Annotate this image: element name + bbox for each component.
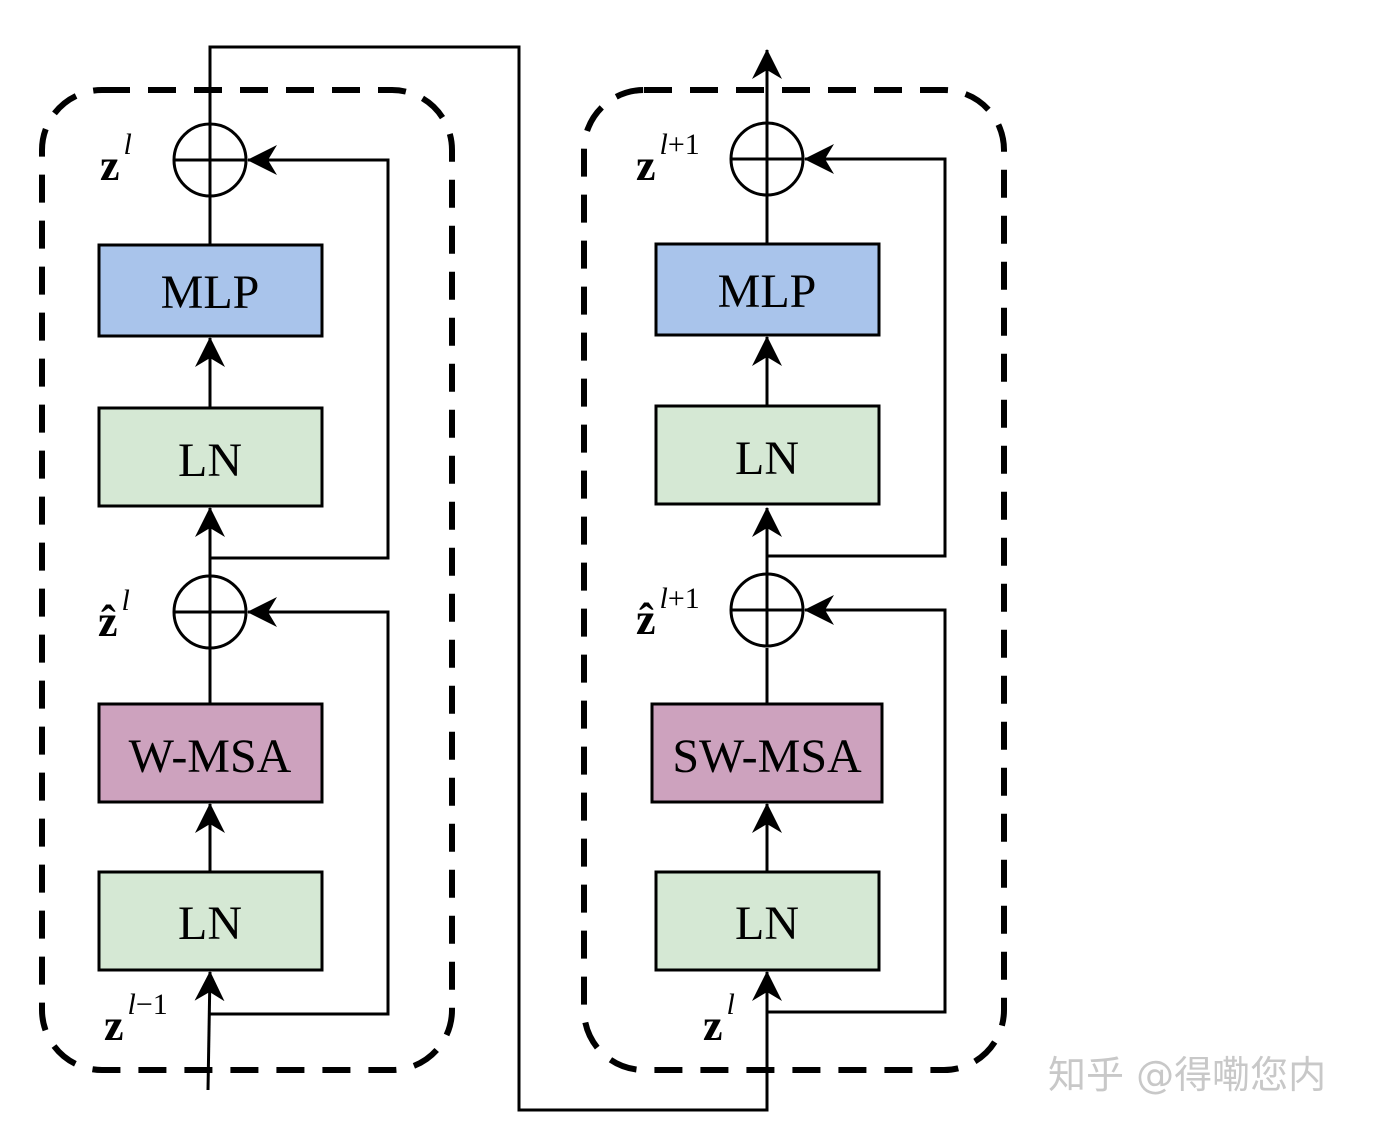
right-ln-top: LN xyxy=(654,404,881,506)
right-add-top xyxy=(729,121,805,197)
watermark-text: 知乎 @得嘞您内 xyxy=(1048,1053,1326,1097)
left-input-line xyxy=(194,971,225,1091)
left-msa-box xyxy=(97,702,324,804)
right-mlp-box xyxy=(654,242,881,337)
right-mlp-label: MLP xyxy=(718,265,817,318)
right-skip-1 xyxy=(767,595,947,1014)
right-block-dashed-border xyxy=(581,87,1007,1073)
left-ln-bottom: LN xyxy=(97,870,324,972)
right-ln-top-box xyxy=(654,404,881,506)
left-mlp-label: MLP xyxy=(161,266,260,319)
right-mlp: MLP xyxy=(654,242,881,337)
left-add-mid xyxy=(172,574,248,650)
inter-block-connector xyxy=(208,45,782,1112)
right-ln-top-label: LN xyxy=(735,432,799,485)
left-block-dashed-border xyxy=(39,87,455,1073)
left-msa: W-MSA xyxy=(97,702,324,804)
right-ln-bottom-label: LN xyxy=(735,897,799,950)
left-skip-2 xyxy=(210,145,390,560)
left-skip-1 xyxy=(210,597,390,1016)
right-msa-label: SW-MSA xyxy=(672,730,862,783)
left-mlp-box xyxy=(97,243,324,338)
right-block: LN SW-MSA LN MLP xyxy=(581,49,1007,1073)
right-add-mid xyxy=(729,572,805,648)
left-ln-top-box xyxy=(97,406,324,508)
right-skip-2 xyxy=(767,144,947,558)
left-msa-label: W-MSA xyxy=(129,730,292,783)
left-add-top xyxy=(172,122,248,198)
right-msa: SW-MSA xyxy=(650,702,884,804)
left-ln-bottom-label: LN xyxy=(178,897,242,950)
left-block: LN W-MSA LN MLP xyxy=(39,87,455,1091)
left-ln-top-label: LN xyxy=(178,434,242,487)
left-ln-top: LN xyxy=(97,406,324,508)
right-msa-box xyxy=(650,702,884,804)
left-mlp: MLP xyxy=(97,243,324,338)
right-ln-bottom: LN xyxy=(654,870,881,972)
right-ln-bottom-box xyxy=(654,870,881,972)
